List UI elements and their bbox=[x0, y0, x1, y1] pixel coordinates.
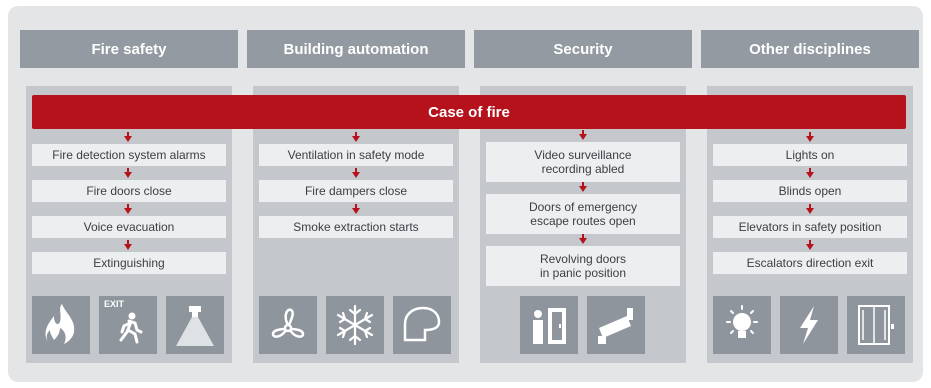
header-other-disciplines: Other disciplines bbox=[701, 30, 919, 68]
smoke-extractor-icon bbox=[393, 296, 451, 354]
fire-icon bbox=[32, 296, 90, 354]
exit-sign-icon: EXIT bbox=[99, 296, 157, 354]
step-box: Revolving doors in panic position bbox=[486, 246, 680, 286]
flow-arrow bbox=[124, 204, 132, 214]
step-box: Smoke extraction starts bbox=[259, 216, 453, 238]
header-fire-safety: Fire safety bbox=[20, 30, 238, 68]
step-box: Escalators direction exit bbox=[713, 252, 907, 274]
flow-arrow bbox=[806, 168, 814, 178]
flow-arrow bbox=[124, 240, 132, 250]
exit-sign-text: EXIT bbox=[104, 299, 125, 309]
sprinkler-icon bbox=[166, 296, 224, 354]
step-box: Doors of emergency escape routes open bbox=[486, 194, 680, 234]
header-building-automation: Building automation bbox=[247, 30, 465, 68]
step-box: Fire dampers close bbox=[259, 180, 453, 202]
flow-arrow bbox=[124, 132, 132, 142]
flow-arrow bbox=[352, 204, 360, 214]
flow-arrow bbox=[806, 132, 814, 142]
case-of-fire-banner: Case of fire bbox=[32, 95, 906, 129]
step-box: Lights on bbox=[713, 144, 907, 166]
flow-arrow bbox=[124, 168, 132, 178]
flow-arrow bbox=[352, 132, 360, 142]
elevator-icon bbox=[847, 296, 905, 354]
lightbulb-icon bbox=[713, 296, 771, 354]
flow-arrow bbox=[579, 234, 587, 244]
flow-arrow bbox=[806, 204, 814, 214]
flow-arrow bbox=[579, 182, 587, 192]
lightning-icon bbox=[780, 296, 838, 354]
step-box: Elevators in safety position bbox=[713, 216, 907, 238]
flow-arrow bbox=[579, 130, 587, 140]
step-box: Ventilation in safety mode bbox=[259, 144, 453, 166]
fan-icon bbox=[259, 296, 317, 354]
camera-icon bbox=[587, 296, 645, 354]
step-box: Video surveillance recording abled bbox=[486, 142, 680, 182]
step-box: Voice evacuation bbox=[32, 216, 226, 238]
snowflake-icon bbox=[326, 296, 384, 354]
flow-arrow bbox=[806, 240, 814, 250]
step-box: Fire doors close bbox=[32, 180, 226, 202]
door-icon bbox=[520, 296, 578, 354]
step-box: Blinds open bbox=[713, 180, 907, 202]
header-security: Security bbox=[474, 30, 692, 68]
step-box: Extinguishing bbox=[32, 252, 226, 274]
flow-arrow bbox=[352, 168, 360, 178]
step-box: Fire detection system alarms bbox=[32, 144, 226, 166]
